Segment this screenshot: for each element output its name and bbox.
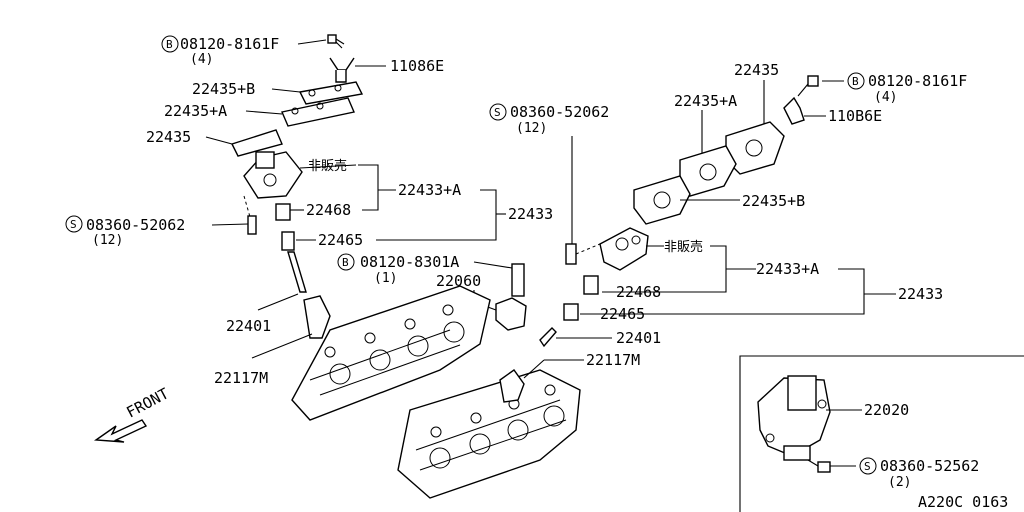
cylinder-head-left — [291, 285, 491, 421]
bolt-badge-icon — [161, 35, 179, 53]
bolt-mid-part-number: 08120-8301A — [360, 253, 459, 271]
ref-right-part — [583, 275, 599, 295]
bolt-upper-left-callout: B 08120-8161F (4) — [161, 35, 327, 67]
assy-a-right-label: 22433+A — [756, 260, 819, 278]
harness-right-label: 110B6E — [828, 107, 882, 125]
assy-a-left-label: 22433+A — [398, 181, 461, 199]
bolt-right-badge-letter: B — [852, 75, 859, 88]
bolt-mid-quantity: (1) — [374, 271, 397, 286]
gasket-b-right-label: 22435+B — [742, 192, 805, 210]
harness-left: 11086E — [329, 57, 444, 83]
bolt-right-badge-icon — [847, 72, 865, 90]
throttle-body-right: 非販売 — [499, 227, 703, 403]
assy-right-bracket: 22433+A 22433 22468 22465 22401 22117M — [523, 245, 943, 379]
bolt-right-part-number: 08120-8161F — [868, 72, 967, 90]
control-unit-label: 22020 — [864, 401, 909, 419]
ref-left-part — [275, 203, 291, 221]
bolt-right-quantity: (4) — [874, 90, 897, 105]
gasket-a-right-shape — [679, 145, 737, 197]
knock-sensor-mid: B 08120-8301A (1) 22060 — [337, 253, 527, 331]
assy-left-bracket: 22433+A 22468 22433 22465 — [290, 164, 553, 249]
gasket-a-right-label: 22435+A — [674, 92, 737, 110]
harness-left-label: 11086E — [390, 57, 444, 75]
diagram-code: A220C 0163 — [918, 493, 1008, 511]
knock-sensor-label: 22060 — [436, 272, 481, 290]
screw-unit-badge-icon — [859, 457, 877, 475]
gasket-left-label: 22435 — [146, 128, 191, 146]
screw-quantity: (12) — [92, 233, 123, 248]
screw-unit-badge-letter: S — [864, 460, 871, 473]
ref-left-label: 22468 — [306, 201, 351, 219]
bolt-upper-right-callout: B 08120-8161F (4) — [797, 72, 967, 105]
screw-unit-part-number: 08360-52562 — [880, 457, 979, 475]
gasket-b-left-label: 22435+B — [192, 80, 255, 98]
gasket-stack-left: 22435+B 22435+A 22435 — [146, 80, 364, 157]
bolt-part-number: 08120-8161F — [180, 35, 279, 53]
assy-left-label: 22433 — [508, 205, 553, 223]
gasket-stack-right: 22435 22435+A 22435+B — [633, 61, 805, 225]
plug-right-label: 22401 — [616, 329, 661, 347]
plug-right-part — [539, 327, 557, 348]
gasket-b-right-shape — [633, 175, 691, 225]
throttle-body-left: 非販売 — [243, 151, 357, 293]
bolt-badge-letter: B — [166, 38, 173, 51]
assy-right-label: 22433 — [898, 285, 943, 303]
screw-center-icon — [565, 243, 577, 265]
sensor-right-part — [563, 303, 579, 321]
screw-center-badge-icon — [489, 103, 507, 121]
screw-left-callout: S 08360-52062 (12) — [65, 215, 257, 248]
screw-badge-icon — [65, 215, 83, 233]
screw-center-quantity: (12) — [516, 121, 547, 136]
cord-right-part — [499, 369, 525, 403]
screw-unit-icon — [817, 461, 831, 473]
sensor-right-label: 22465 — [600, 305, 645, 323]
cylinder-head-right — [397, 369, 581, 499]
bolt-upper-left-icon — [327, 34, 345, 49]
screw-unit-quantity: (2) — [888, 475, 911, 490]
plug-left-label: 22401 — [226, 317, 271, 335]
gasket-a-left-shape — [281, 97, 355, 127]
cord-left-label: 22117M — [214, 369, 268, 387]
sensor-left-part — [281, 231, 295, 251]
plug-left-part — [287, 251, 307, 293]
bolt-mid-badge-icon — [337, 253, 355, 271]
gasket-right-label: 22435 — [734, 61, 779, 79]
screw-badge-letter: S — [70, 218, 77, 231]
harness-right: 110B6E — [783, 96, 882, 125]
cord-right-label: 22117M — [586, 351, 640, 369]
bolt-upper-right-icon — [807, 75, 819, 87]
bolt-mid-icon — [511, 263, 525, 297]
front-label: FRONT — [123, 384, 171, 421]
not-sold-right-label: 非販売 — [664, 239, 703, 255]
front-arrow-icon — [93, 419, 148, 443]
gasket-a-left-label: 22435+A — [164, 102, 227, 120]
gasket-left-shape — [231, 129, 283, 157]
screw-center-part-number: 08360-52062 — [510, 103, 609, 121]
plug-left-callout: 22401 22117M — [214, 293, 331, 387]
screw-left-icon — [247, 215, 257, 235]
screw-center-badge-letter: S — [494, 106, 501, 119]
ref-right-label: 22468 — [616, 283, 661, 301]
screw-center-callout: S 08360-52062 (12) — [489, 103, 609, 265]
front-arrow: FRONT — [93, 384, 172, 443]
knock-sensor-shape — [495, 297, 527, 331]
bolt-quantity: (4) — [190, 52, 213, 67]
screw-part-number: 08360-52062 — [86, 216, 185, 234]
not-sold-left-label: 非販売 — [308, 158, 347, 174]
control-unit-inset: 22020 S 08360-52562 (2) — [739, 355, 1024, 512]
sensor-left-label: 22465 — [318, 231, 363, 249]
cord-left-part — [303, 295, 331, 339]
bolt-mid-badge-letter: B — [342, 256, 349, 269]
